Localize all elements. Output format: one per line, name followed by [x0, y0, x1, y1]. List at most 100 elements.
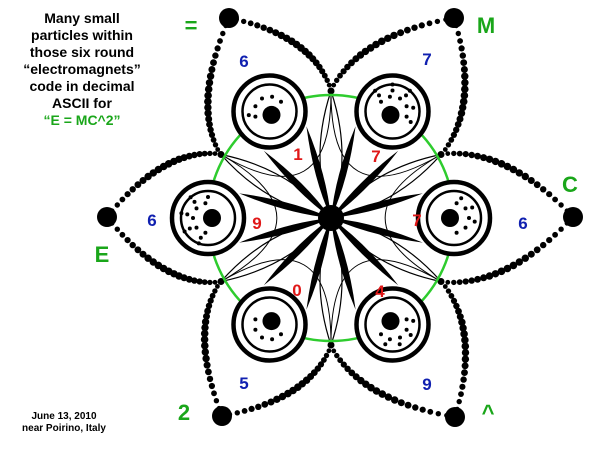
chain-dot	[459, 97, 468, 106]
chain-dot	[461, 72, 469, 80]
inner-digit-upper-left: 1	[293, 145, 302, 164]
chain-dot	[119, 231, 126, 238]
chain-dot	[456, 115, 464, 123]
chain-dot	[461, 79, 469, 87]
chain-dot	[480, 154, 488, 162]
magnet-upper-right	[354, 73, 431, 150]
outer-digit-upper-right: 7	[422, 50, 431, 69]
chain-dot	[458, 391, 464, 397]
chain-dot	[458, 318, 466, 326]
chain-dot	[461, 336, 469, 344]
chain-dot	[200, 335, 209, 344]
chain-dot	[204, 103, 212, 112]
magnet-lower-left	[231, 286, 308, 363]
chain-dot	[277, 31, 285, 40]
magnet-right	[415, 179, 493, 257]
inner-digit-lower-right: 4	[375, 282, 385, 301]
chain-dot	[247, 20, 254, 27]
inner-digit-upper-right: 7	[371, 147, 380, 166]
magnet-particle	[390, 82, 395, 87]
chain-dot	[456, 313, 464, 321]
star-spike	[331, 218, 356, 310]
chain-dot	[450, 297, 458, 304]
magnet-particle	[191, 216, 195, 220]
chain-dot	[213, 398, 220, 404]
chain-dot	[217, 38, 223, 44]
chain-dot	[206, 375, 214, 383]
caption: Many small particles within those six ro…	[8, 10, 156, 129]
chain-dot	[331, 82, 337, 88]
magnet-particle	[397, 342, 402, 347]
chain-dot	[456, 279, 463, 285]
chain-dot	[129, 241, 136, 249]
chain-dot	[546, 191, 553, 198]
chain-dot	[491, 270, 500, 278]
chain-dot	[201, 323, 209, 332]
chain-dot	[344, 63, 351, 71]
chain-dot	[485, 155, 494, 163]
chain-dot	[205, 302, 213, 309]
tip-dot-c	[563, 207, 583, 227]
magnet-particle	[459, 196, 464, 201]
chain-dot	[461, 348, 470, 357]
chain-dot	[204, 307, 212, 315]
magnet-particle	[408, 333, 413, 337]
chain-dot	[207, 297, 214, 304]
chain-dot	[461, 369, 468, 376]
chain-dot	[273, 395, 281, 403]
inner-digit-left: 9	[252, 214, 261, 233]
chain-dot	[458, 45, 465, 52]
star-center	[318, 205, 344, 231]
chain-dot	[460, 376, 467, 383]
chain-dot	[546, 237, 553, 244]
chain-dot	[248, 405, 255, 412]
magnet-particle	[463, 206, 468, 211]
letter-two: 2	[178, 400, 190, 425]
vertex-dot	[327, 341, 335, 349]
chain-dot	[206, 121, 213, 128]
magnet-particle	[179, 211, 184, 216]
chain-dot	[207, 279, 213, 286]
star-spike	[306, 126, 331, 218]
chain-dot	[533, 246, 541, 254]
chain-dot	[427, 408, 434, 415]
magnet-particle	[279, 99, 283, 104]
magnet-particle	[470, 205, 475, 210]
chain-dot	[212, 279, 218, 285]
chain-dot	[261, 401, 269, 408]
chain-dot	[241, 18, 247, 25]
magnet-particle	[246, 113, 251, 118]
chain-dot	[455, 307, 462, 315]
chain-dot	[459, 52, 466, 59]
star-spike	[306, 218, 331, 310]
magnet-particle	[404, 93, 408, 98]
chain-dot	[326, 348, 332, 354]
chain-dot	[208, 66, 216, 73]
chain-dot	[468, 151, 475, 159]
letter-m: M	[477, 13, 495, 38]
magnet-particle	[185, 212, 190, 217]
magnet-particle	[194, 225, 199, 230]
chain-dot	[266, 26, 274, 34]
star-spike	[331, 193, 423, 218]
letter-caret: ^	[482, 400, 495, 425]
footer-place: near Poirino, Italy	[22, 423, 106, 434]
chain-dot	[460, 91, 469, 100]
outer-digit-right: 6	[518, 214, 527, 233]
chain-dot	[215, 284, 220, 289]
magnet-particle	[253, 114, 258, 119]
chain-dot	[485, 272, 494, 280]
chain-dot	[124, 191, 131, 198]
chain-dot	[200, 329, 209, 338]
magnet-particle	[203, 230, 208, 235]
chain-dot	[337, 357, 344, 364]
chain-dot	[207, 150, 213, 157]
chain-dot	[344, 365, 351, 372]
chain-dot	[480, 274, 488, 282]
chain-dot	[442, 147, 448, 152]
chain-dot	[456, 150, 463, 157]
magnet-particle	[270, 337, 275, 342]
magnet-particle	[279, 332, 283, 337]
chain-dot	[196, 151, 203, 158]
chain-dot	[144, 172, 152, 181]
